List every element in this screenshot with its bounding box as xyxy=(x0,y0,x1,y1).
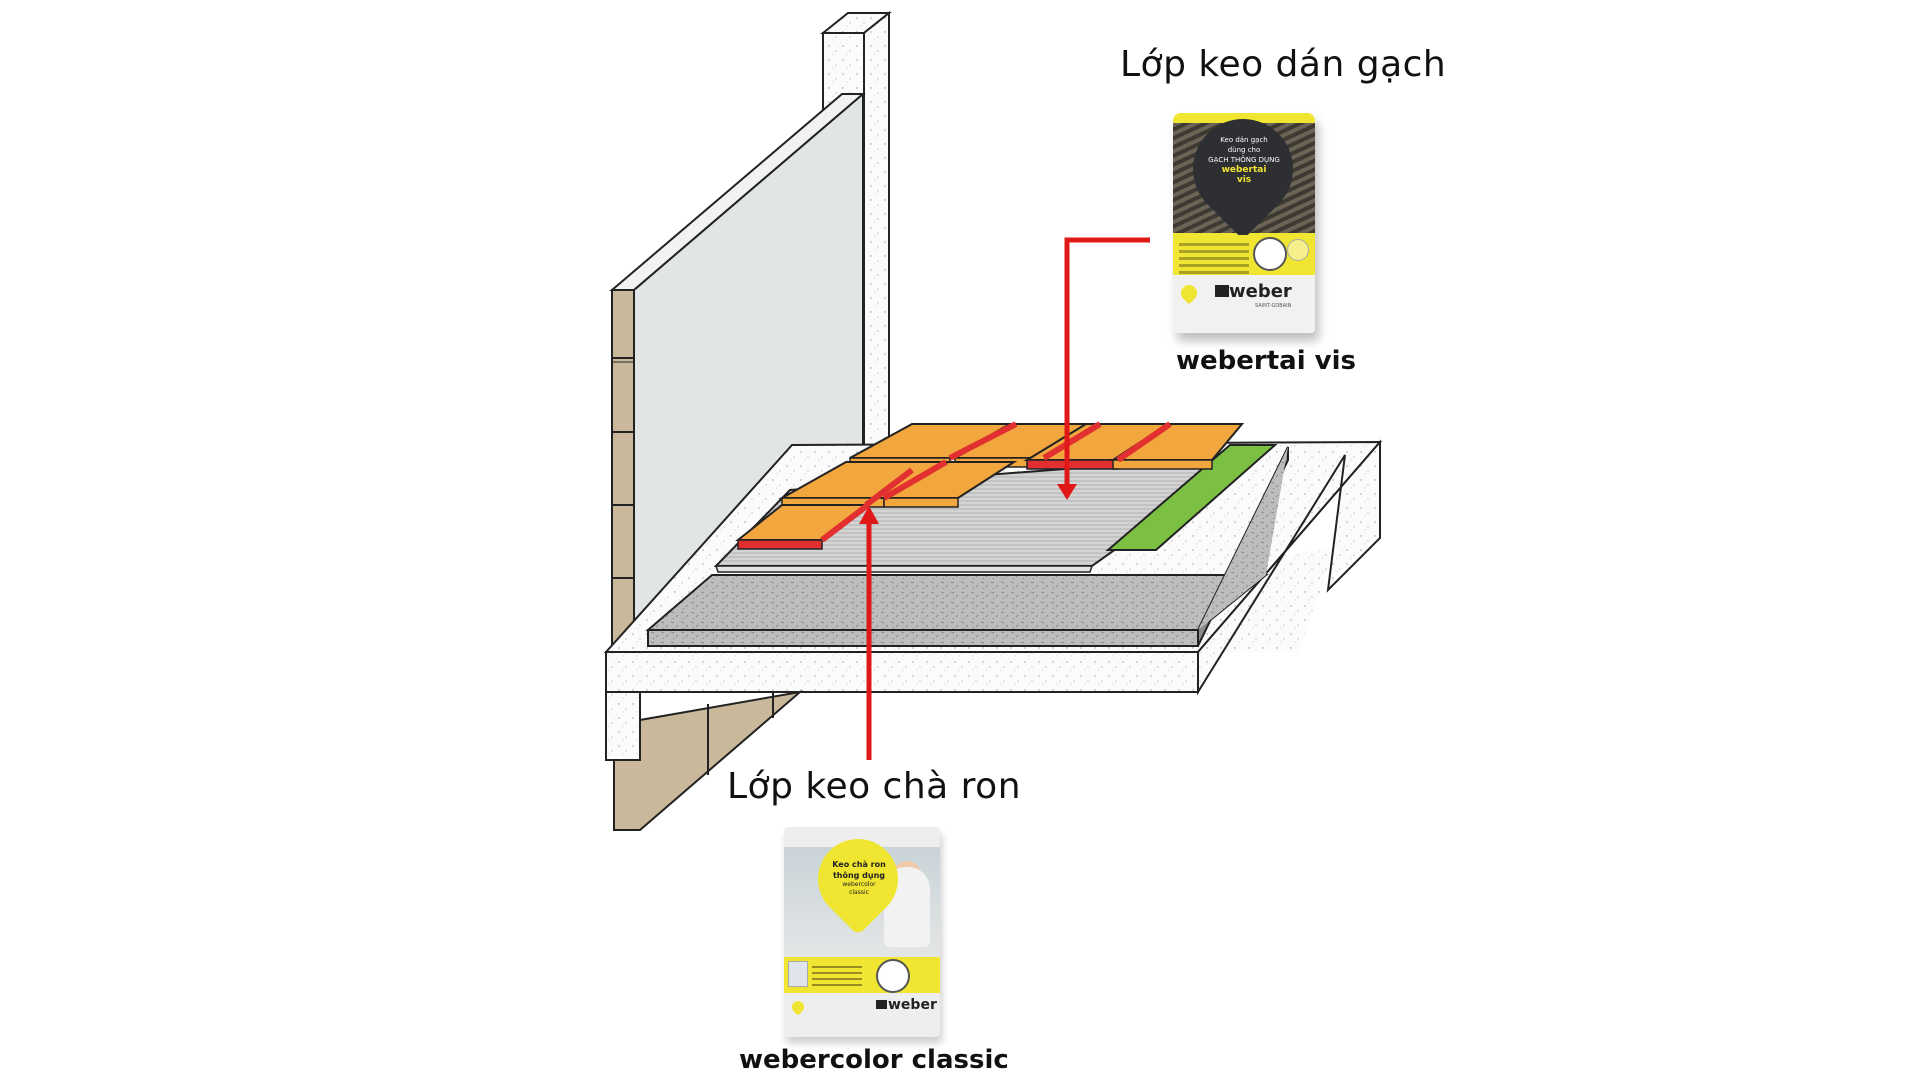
grout-joint xyxy=(1042,421,1102,461)
waterproof-strip xyxy=(1105,444,1278,551)
weber-logo-icon xyxy=(876,1000,887,1009)
brick-wall-below xyxy=(613,690,804,831)
bag-text: Keo dán gạch dùng cho GẠCH THÔNG DỤNG we… xyxy=(1208,136,1280,185)
label-grout-layer: Lớp keo chà ron xyxy=(727,766,1022,807)
pin-icon xyxy=(789,998,807,1016)
tile-edge xyxy=(1112,459,1213,470)
grout-joint xyxy=(948,421,1018,461)
weber-logo-icon xyxy=(1215,285,1229,297)
bag-text: Keo chà ron thông dụng webercolor classi… xyxy=(832,860,886,896)
badge-icon xyxy=(1287,239,1309,261)
brand-logo: weber xyxy=(888,997,937,1013)
tile-edge xyxy=(737,539,823,550)
grout-joint xyxy=(882,459,948,501)
brand-logo: weber xyxy=(1229,281,1292,302)
grout-joint xyxy=(1116,421,1172,463)
screed-layer xyxy=(645,446,1289,647)
usage-icon xyxy=(788,961,808,987)
tile-edge xyxy=(1026,459,1119,470)
product-name-grout: webercolor classic xyxy=(739,1045,1009,1075)
pin-icon xyxy=(1177,281,1201,305)
product-name-adhesive: webertai vis xyxy=(1176,346,1356,376)
seal-icon xyxy=(876,959,910,993)
bag-bullets xyxy=(1179,239,1249,278)
tile-edge xyxy=(883,497,959,508)
grout-joint xyxy=(864,467,914,508)
arrow-adhesive xyxy=(1057,237,1150,500)
brick-pillar xyxy=(611,289,635,661)
label-tile-adhesive-layer: Lớp keo dán gạch xyxy=(1120,44,1447,85)
product-bag-webertai-vis: Keo dán gạch dùng cho GẠCH THÔNG DỤNG we… xyxy=(1173,113,1315,333)
arrow-grout xyxy=(859,506,879,760)
grout-joint xyxy=(820,502,870,543)
tiles-group xyxy=(735,421,1245,550)
seal-icon xyxy=(1253,237,1287,271)
product-bag-webercolor-classic: Keo chà ron thông dụng webercolor classi… xyxy=(784,827,940,1037)
bag-bullets xyxy=(812,962,862,990)
